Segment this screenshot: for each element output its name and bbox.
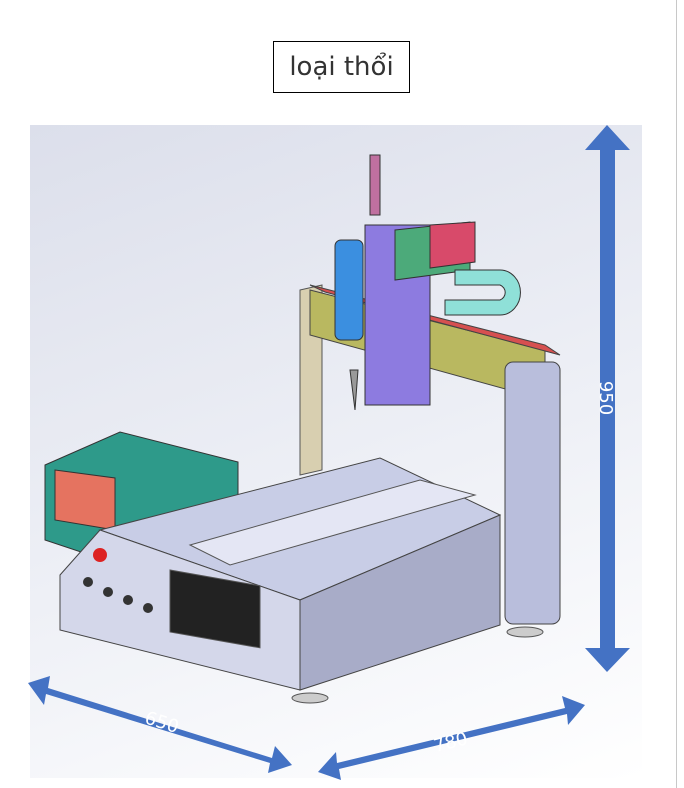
emergency-stop [93, 548, 107, 562]
height-arrow [585, 125, 630, 672]
height-label: 950 [595, 381, 616, 415]
depth-arrow [28, 676, 292, 773]
depth-label: 650 [142, 707, 181, 738]
title-box: loại thổi [273, 41, 410, 93]
title-text: loại thổi [289, 52, 394, 82]
width-arrow [318, 696, 585, 780]
touch-screen [169, 569, 261, 649]
page-edge [676, 0, 677, 788]
right-column [504, 361, 561, 625]
width-label: 780 [431, 728, 469, 757]
